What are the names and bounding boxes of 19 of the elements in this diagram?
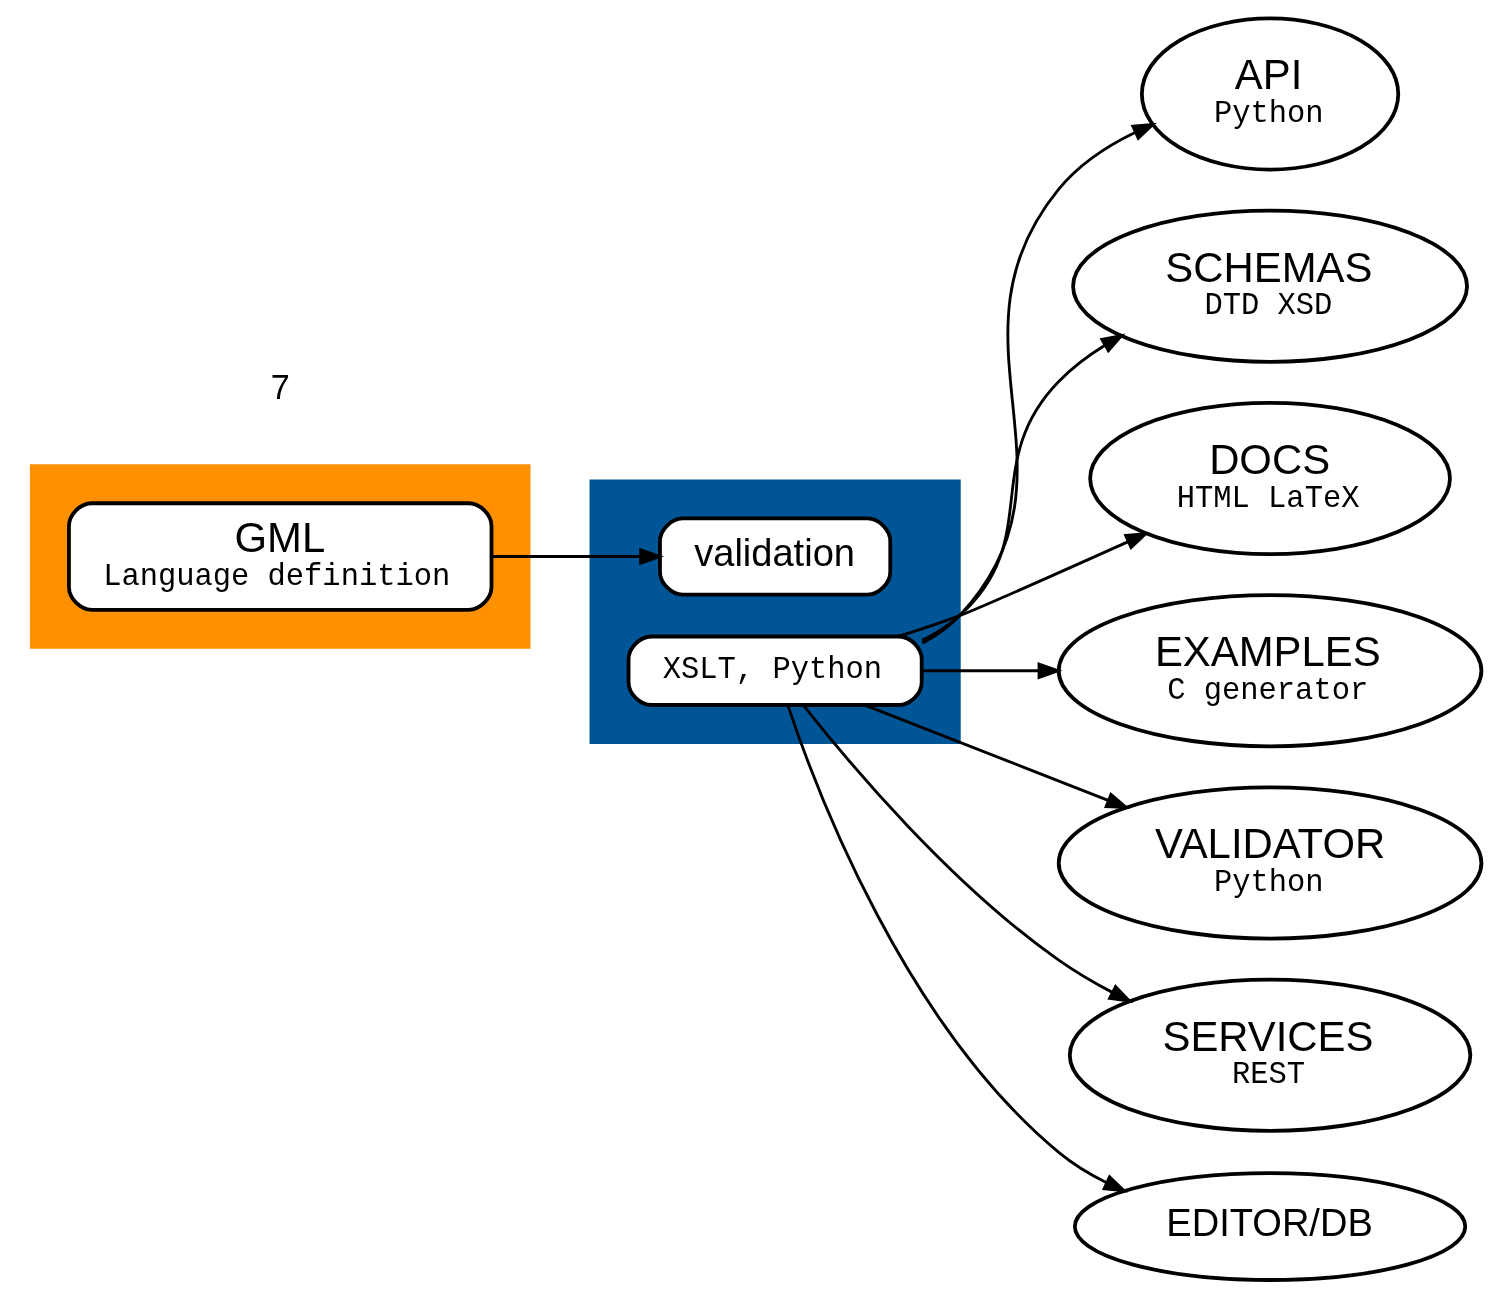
arrow [921, 122, 1157, 645]
node-box: validation [658, 516, 893, 597]
cluster [29, 464, 531, 649]
arrow [921, 333, 1126, 642]
node-box: GML Language definition [67, 501, 494, 612]
node-ellipse: DOCS HTML LaTeX [1088, 401, 1452, 556]
node-ellipse: VALIDATOR Python [1056, 785, 1484, 941]
arrow [897, 531, 1150, 638]
arrow [802, 704, 1134, 1004]
label: 7 [270, 368, 290, 407]
node-ellipse: EXAMPLES C generator [1056, 593, 1484, 749]
arrow [921, 662, 1063, 680]
node-ellipse: SCHEMAS DTD XSD [1071, 208, 1469, 364]
node-ellipse: SERVICES REST [1067, 977, 1473, 1133]
arrow [491, 547, 664, 566]
node-ellipse: API Python [1139, 16, 1401, 172]
cluster [589, 479, 961, 745]
arrow [786, 704, 1129, 1193]
node-box: XSLT, Python [626, 634, 924, 707]
